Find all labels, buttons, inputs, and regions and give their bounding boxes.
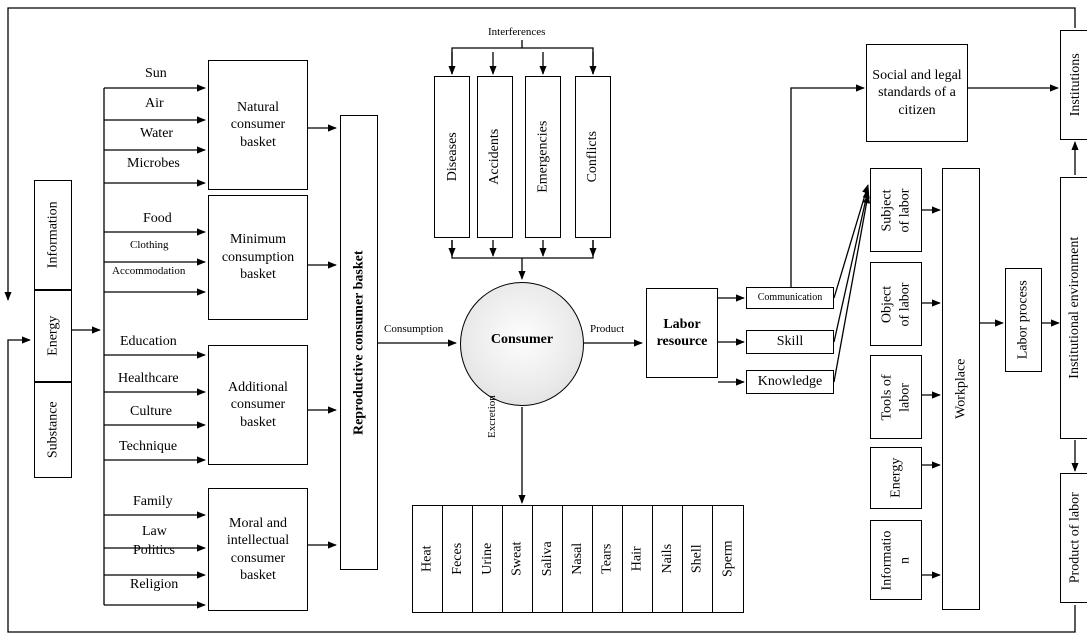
tools-of-labor-box: Tools of labor: [870, 355, 922, 439]
labor-process-box: Labor process: [1005, 268, 1042, 372]
product-label: Product: [590, 324, 624, 335]
substance-box: Substance: [34, 382, 72, 478]
natural-basket-box: Natural consumer basket: [208, 60, 308, 190]
label-healthcare: Healthcare: [118, 372, 179, 386]
skill-box: Skill: [746, 330, 834, 354]
energy-box: Energy: [34, 290, 72, 382]
label-religion: Religion: [130, 578, 178, 592]
label-family: Family: [133, 495, 173, 509]
label-water: Water: [140, 127, 173, 141]
excretion-item: Nails: [653, 506, 683, 612]
label-food: Food: [143, 212, 172, 226]
social-standards-box: Social and legal standards of a citizen: [866, 44, 968, 142]
excretion-item: Saliva: [533, 506, 563, 612]
label-education: Education: [120, 335, 177, 349]
label-microbes: Microbes: [127, 157, 180, 171]
diseases-box: Diseases: [434, 76, 470, 238]
label-sun: Sun: [145, 67, 167, 81]
consumption-label: Consumption: [384, 324, 443, 335]
label-culture: Culture: [130, 405, 172, 419]
excretion-item: Nasal: [563, 506, 593, 612]
knowledge-box: Knowledge: [746, 370, 834, 394]
consumer-label: Consumer: [460, 332, 584, 348]
excretion-item: Sweat: [503, 506, 533, 612]
excretion-item: Tears: [593, 506, 623, 612]
additional-basket-box: Additional consumer basket: [208, 345, 308, 465]
label-clothing: Clothing: [130, 240, 169, 251]
label-politics: Politics: [133, 544, 175, 558]
communication-box: Communication: [746, 287, 834, 309]
institutional-environment-box: Institutional environment: [1060, 177, 1087, 439]
label-law: Law: [142, 525, 167, 539]
information-input-box: Informatio n: [870, 520, 922, 600]
institutions-box: Institutions: [1060, 30, 1087, 140]
minimum-basket-box: Minimum consumption basket: [208, 195, 308, 320]
excretion-item: Feces: [443, 506, 473, 612]
excretion-item: Heat: [413, 506, 443, 612]
excretion-item: Shell: [683, 506, 713, 612]
conflicts-box: Conflicts: [575, 76, 611, 238]
excretion-label: Excretion: [487, 395, 498, 438]
excretion-item: Urine: [473, 506, 503, 612]
accidents-box: Accidents: [477, 76, 513, 238]
reproductive-basket-box: Reproductive consumer basket: [340, 115, 378, 570]
moral-basket-box: Moral and intellectual consumer basket: [208, 488, 308, 611]
label-air: Air: [145, 97, 164, 111]
energy-input-box: Energy: [870, 447, 922, 509]
excretion-item: Hair: [623, 506, 653, 612]
object-of-labor-box: Object of labor: [870, 262, 922, 346]
interferences-label: Interferences: [488, 27, 545, 38]
workplace-box: Workplace: [942, 168, 980, 610]
information-box: Information: [34, 180, 72, 290]
excretion-row: Heat Feces Urine Sweat Saliva Nasal Tear…: [412, 505, 744, 613]
label-accommodation: Accommodation: [112, 266, 185, 277]
product-of-labor-box: Product of labor: [1060, 473, 1087, 603]
emergencies-box: Emergencies: [525, 76, 561, 238]
subject-of-labor-box: Subject of labor: [870, 168, 922, 252]
excretion-item: Sperm: [713, 506, 743, 612]
labor-resource-box: Labor resource: [646, 288, 718, 378]
label-technique: Technique: [119, 440, 177, 454]
